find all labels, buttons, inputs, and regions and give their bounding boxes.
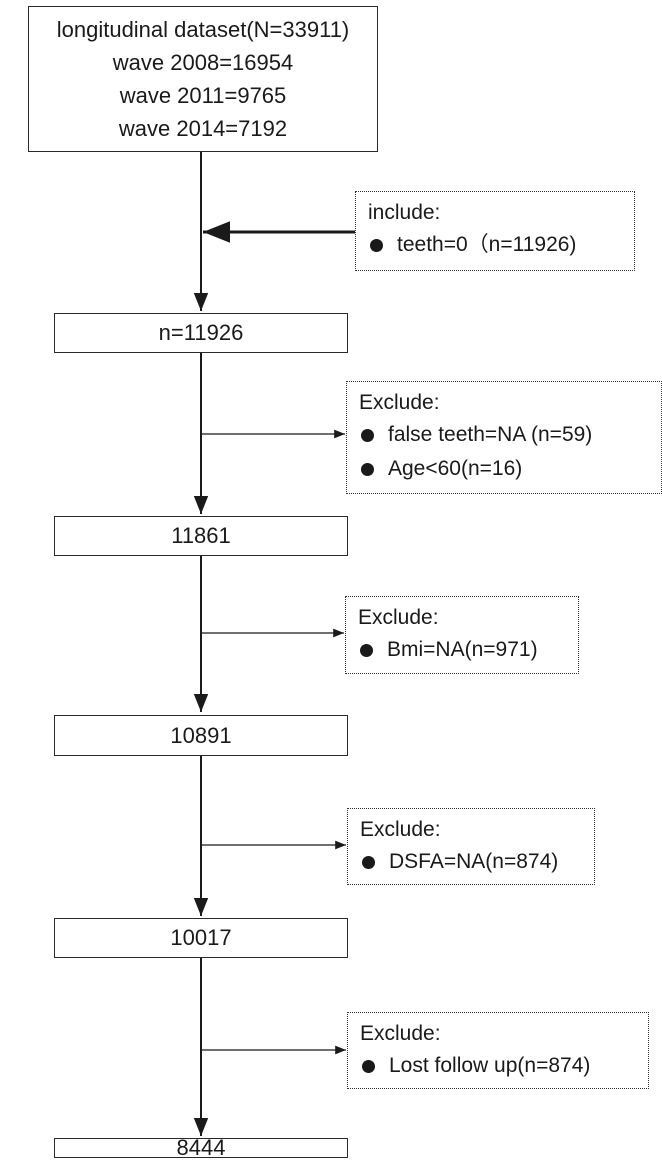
bullet-icon	[362, 855, 375, 869]
step-count: 10017	[170, 925, 232, 950]
bullet-icon	[370, 238, 383, 252]
criteria-item-text: false teeth=NA (n=59)	[388, 423, 593, 446]
step-count: 10891	[170, 722, 232, 748]
step-box-5: 8444	[54, 1135, 348, 1160]
criteria-item: Lost follow up(n=874)	[360, 1049, 638, 1083]
criteria-heading: Exclude:	[359, 391, 440, 414]
bullet-icon	[360, 643, 373, 657]
criteria-item-text: teeth=0（n=11926)	[397, 233, 577, 256]
criteria-heading: Exclude:	[360, 818, 441, 841]
bullet-icon	[361, 462, 374, 476]
wave-2008: wave 2008=16954	[112, 50, 294, 75]
criteria-item-text: DSFA=NA(n=874)	[389, 850, 559, 873]
bullet-icon	[361, 428, 374, 442]
criteria-item-text: Bmi=NA(n=971)	[387, 638, 538, 661]
step-box-1: n=11926	[54, 313, 348, 353]
criteria-item: Bmi=NA(n=971)	[358, 633, 568, 667]
criteria-item: false teeth=NA (n=59)	[359, 418, 651, 452]
include-criteria-box: include: teeth=0（n=11926)	[355, 191, 635, 271]
criteria-item-text: Lost follow up(n=874)	[389, 1054, 591, 1077]
step-count: 8444	[176, 1135, 226, 1160]
bullet-icon	[362, 1059, 375, 1073]
criteria-heading: include:	[368, 201, 441, 224]
wave-2011: wave 2011=9765	[119, 83, 287, 108]
exclude-criteria-box-2: Exclude: Bmi=NA(n=971)	[345, 596, 579, 674]
exclude-criteria-box-4: Exclude: Lost follow up(n=874)	[347, 1012, 649, 1089]
exclude-criteria-box-3: Exclude: DSFA=NA(n=874)	[347, 808, 595, 885]
criteria-heading: Exclude:	[358, 606, 439, 629]
step-box-4: 10017	[54, 918, 348, 958]
step-count: n=11926	[158, 320, 244, 345]
step-box-2: 11861	[54, 516, 348, 556]
exclude-criteria-box-1: Exclude: false teeth=NA (n=59) Age<60(n=…	[346, 381, 662, 494]
source-dataset-box: longitudinal dataset(N=33911) wave 2008=…	[28, 6, 378, 152]
criteria-item: DSFA=NA(n=874)	[360, 845, 584, 879]
criteria-heading: Exclude:	[360, 1022, 441, 1045]
wave-2014: wave 2014=7192	[118, 116, 288, 141]
step-box-3: 10891	[54, 715, 348, 756]
criteria-item-text: Age<60(n=16)	[388, 457, 523, 480]
criteria-item: Age<60(n=16)	[359, 452, 651, 486]
step-count: 11861	[171, 523, 231, 548]
criteria-item: teeth=0（n=11926)	[368, 228, 624, 262]
dataset-title: longitudinal dataset(N=33911)	[56, 17, 350, 42]
